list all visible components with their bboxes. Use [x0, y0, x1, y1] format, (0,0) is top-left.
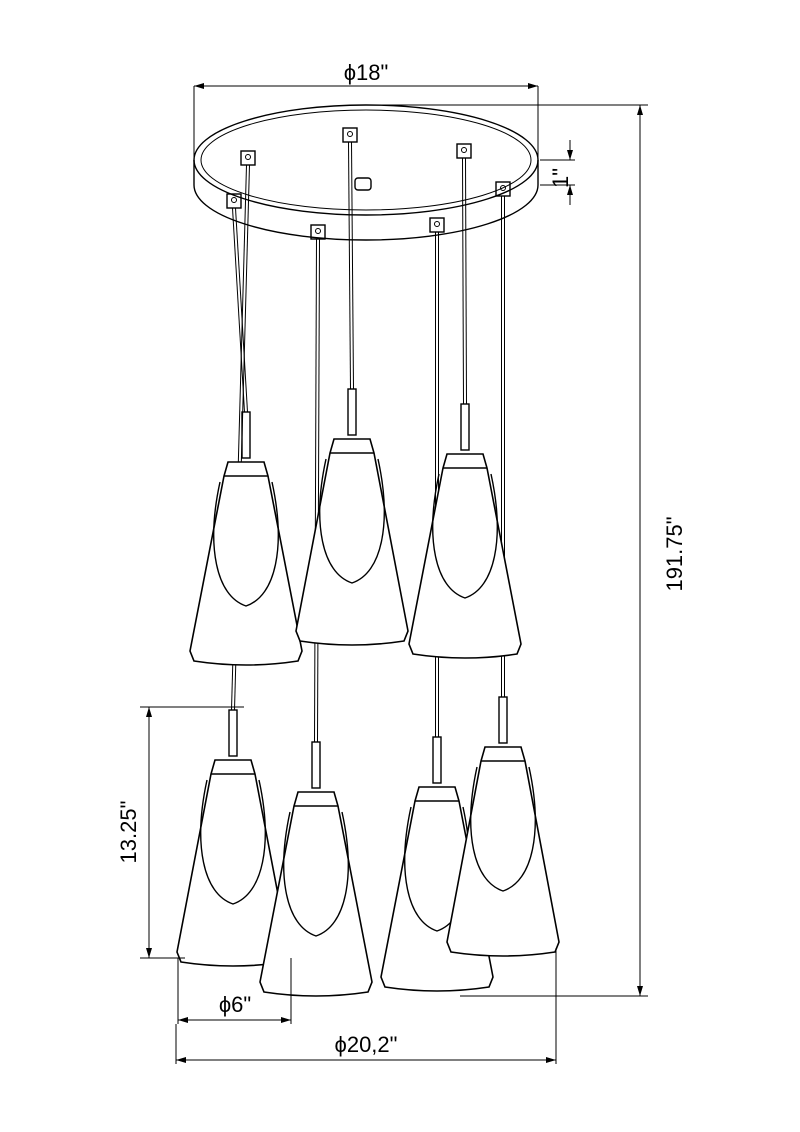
cord-mount — [226, 193, 242, 209]
pendant-shade — [408, 453, 522, 659]
cord-mount — [310, 224, 326, 240]
cord — [460, 157, 470, 451]
canopy-diameter-label: ϕ18" — [344, 60, 389, 85]
shade-diameter-label: ϕ6" — [219, 992, 251, 1017]
cord-mount — [240, 150, 256, 166]
cord-mount — [429, 217, 445, 233]
cord — [311, 238, 321, 789]
dim-canopy-diameter: ϕ18" — [193, 60, 539, 160]
cord-mount — [495, 181, 511, 197]
cord — [347, 141, 357, 436]
cord — [228, 164, 250, 757]
overall-height-label: 191.75" — [662, 516, 687, 591]
dim-overall-height: 191.75" — [366, 104, 687, 997]
pendant-shade — [446, 746, 560, 957]
dim-overall-diameter: ϕ20,2" — [175, 948, 557, 1064]
pendant-shade — [189, 461, 303, 666]
pendant-shades — [176, 438, 560, 997]
cord-mounts — [226, 127, 511, 240]
dim-shade-diameter: ϕ6" — [177, 958, 292, 1024]
pendant-shade — [295, 438, 409, 646]
shade-height-label: 13.25" — [116, 801, 141, 864]
cord — [498, 196, 508, 744]
cord-mount — [456, 143, 472, 159]
overall-diameter-label: ϕ20,2" — [335, 1032, 398, 1057]
dim-shade-height: 13.25" — [116, 706, 244, 959]
pendant-shade — [259, 791, 373, 997]
dim-canopy-height: 1" — [540, 140, 575, 205]
canopy-height-label: 1" — [548, 168, 573, 188]
cord-mount — [342, 127, 358, 143]
canopy — [193, 104, 539, 241]
